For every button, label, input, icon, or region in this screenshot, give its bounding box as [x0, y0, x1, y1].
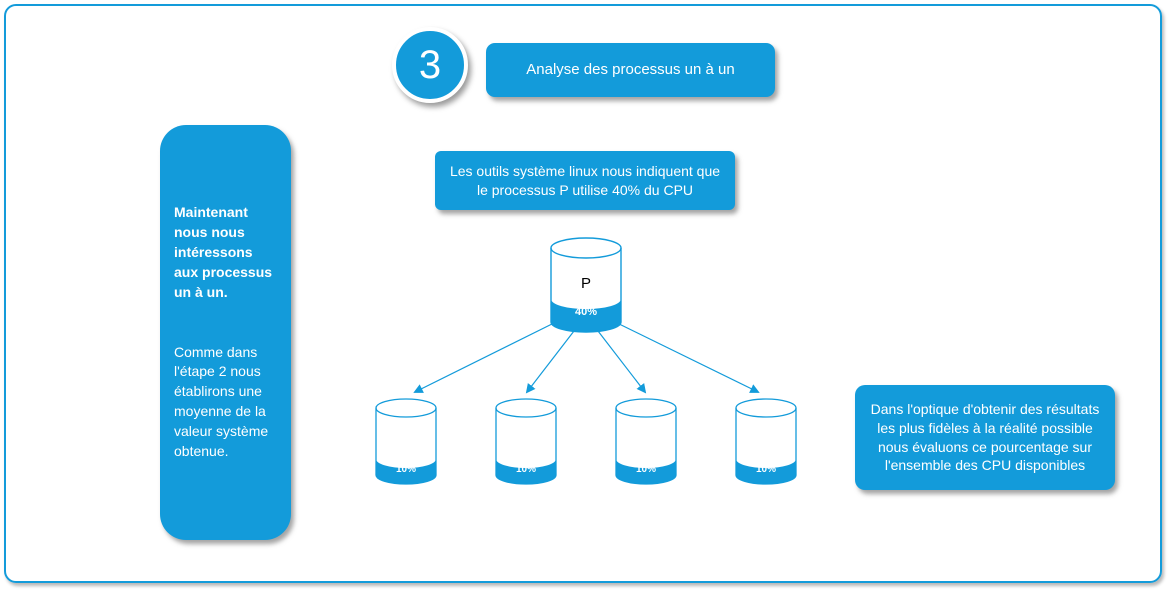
cpu-4-usage-band: [736, 459, 796, 484]
cpu-3-usage-label: 10%: [636, 464, 656, 475]
cpu-cylinder-1: 10%: [375, 398, 437, 485]
process-cylinder-usage-band: [551, 299, 621, 332]
cpu-1-top: [375, 398, 437, 418]
cpu-1-outline: [375, 408, 437, 485]
cpu-1-usage-band: [376, 459, 436, 484]
step-number: 3: [418, 42, 442, 87]
cpu-2-usage-band: [496, 459, 556, 484]
process-label: P: [581, 275, 591, 292]
step-title: Analyse des processus un à un: [526, 60, 735, 78]
cpu-2-body: [496, 399, 556, 484]
cpu-3-outline: [615, 408, 677, 485]
process-info-callout: Les outils système linux nous indiquent …: [435, 151, 735, 210]
cpu-2-top: [495, 398, 557, 418]
process-usage-label: 40%: [575, 306, 597, 318]
process-info-text: Les outils système linux nous indiquent …: [449, 162, 721, 198]
cpu-3-top: [615, 398, 677, 418]
cpu-3-body: [616, 399, 676, 484]
slide-border: [4, 4, 1162, 583]
left-note-intro: Maintenant nous nous intéressons aux pro…: [174, 204, 273, 300]
step-number-badge: 3: [392, 27, 468, 103]
cpu-2-usage-label: 10%: [516, 464, 536, 475]
cpu-4-outline: [735, 408, 797, 485]
step-title-banner: Analyse des processus un à un: [486, 43, 775, 97]
cpu-4-body: [736, 399, 796, 484]
cpu-cylinder-2: 10%: [495, 398, 557, 485]
cpu-evaluation-callout: Dans l'optique d'obtenir des résultats l…: [855, 385, 1115, 490]
process-cylinder: P 40%: [550, 237, 622, 333]
process-cylinder-outline: [550, 248, 622, 333]
left-note-panel: Maintenant nous nous intéressons aux pro…: [160, 125, 291, 540]
cpu-4-usage-label: 10%: [756, 464, 776, 475]
cpu-4-top: [735, 398, 797, 418]
cpu-1-body: [376, 399, 436, 484]
cpu-3-usage-band: [616, 459, 676, 484]
cpu-2-outline: [495, 408, 557, 485]
cpu-cylinder-4: 10%: [735, 398, 797, 485]
cpu-cylinder-3: 10%: [615, 398, 677, 485]
left-note-detail: Comme dans l'étape 2 nous établirons une…: [174, 343, 269, 459]
cpu-evaluation-text: Dans l'optique d'obtenir des résultats l…: [870, 400, 1100, 474]
process-cylinder-top: [550, 237, 622, 259]
cpu-1-usage-label: 10%: [396, 464, 416, 475]
